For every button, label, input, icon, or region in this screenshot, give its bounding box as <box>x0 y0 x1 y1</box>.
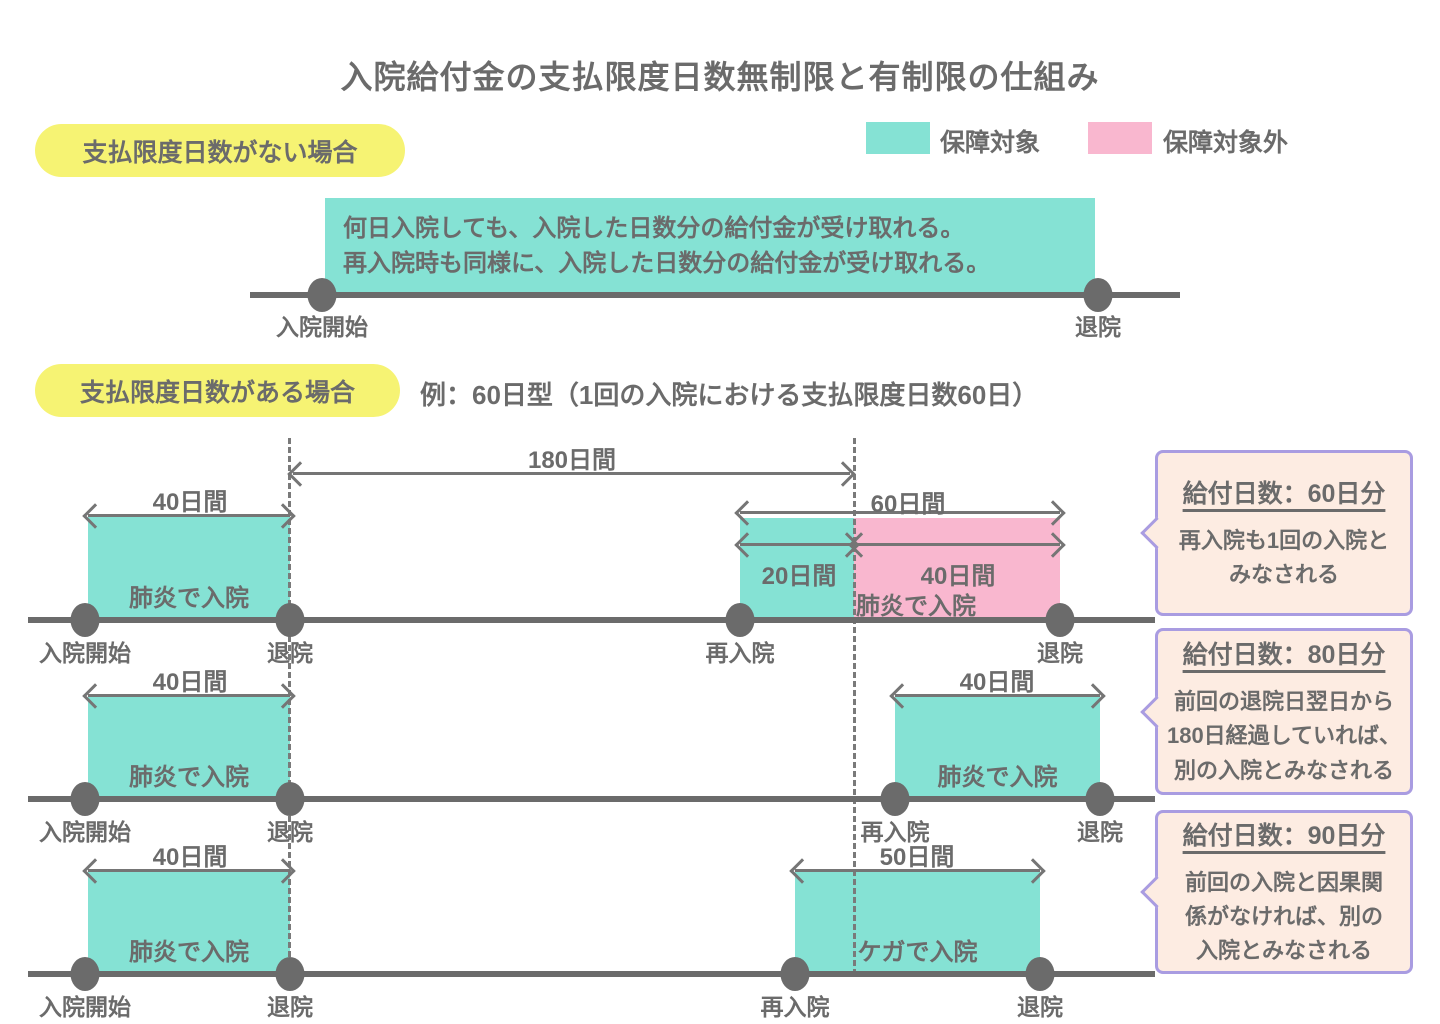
no-limit-note-line2: 再入院時も同様に、入院した日数分の給付金が受け取れる。 <box>343 250 991 277</box>
row2-label-discharge2: 退院 <box>1077 819 1123 845</box>
callout-60-pointer <box>1140 516 1173 550</box>
row3-left-duration-arrow <box>88 869 290 872</box>
row2-dot-readmission <box>880 782 910 816</box>
row1-right-not-covered-box <box>854 518 1060 618</box>
callout-60-body: 再入院も1回の入院と みなされる <box>1178 527 1390 587</box>
row1-not-covered-arrow <box>854 543 1060 546</box>
label-discharge: 退院 <box>1075 314 1121 340</box>
row2-dot-discharge1 <box>275 782 305 816</box>
callout-90-days: 給付日数：90日分 前回の入院と因果関 係がなければ、別の 入院とみなされる <box>1140 810 1413 974</box>
legend-covered-label: 保障対象 <box>940 129 1041 157</box>
callout-60-title: 給付日数：60日分 <box>1182 479 1386 508</box>
callout-80-days: 給付日数：80日分 前回の退院日翌日から 180日経過していれば、 別の入院とみ… <box>1140 628 1413 795</box>
row2-left-duration-label: 40日間 <box>152 669 228 696</box>
row1-not-covered-duration-label: 40日間 <box>920 563 996 590</box>
timeline-dot-admission <box>307 278 337 312</box>
row1-total-duration-label: 60日間 <box>870 491 946 518</box>
row1-covered-duration-label: 20日間 <box>761 563 837 590</box>
row3-right-duration-label: 50日間 <box>879 844 955 871</box>
row1-left-cause-label: 肺炎で入院 <box>129 585 249 612</box>
row1-label-admission: 入院開始 <box>39 640 131 666</box>
section-no-limit-heading: 支払限度日数がない場合 <box>35 124 405 177</box>
row1-covered-arrow <box>740 543 854 546</box>
callout-90-pointer <box>1140 875 1173 909</box>
row1-left-duration-label: 40日間 <box>152 489 228 516</box>
row3-label-admission: 入院開始 <box>39 994 131 1020</box>
timeline-dot-discharge <box>1083 278 1113 312</box>
section-with-limit-heading: 支払限度日数がある場合 <box>35 364 400 417</box>
row2-label-admission: 入院開始 <box>39 819 131 845</box>
row1-timeline <box>28 617 1155 623</box>
callout-60-days: 給付日数：60日分 再入院も1回の入院と みなされる <box>1140 450 1413 616</box>
row2-left-duration-arrow <box>88 694 290 697</box>
row2-left-cause-label: 肺炎で入院 <box>129 764 249 791</box>
row3-right-duration-arrow <box>795 869 1040 872</box>
row3-label-discharge1: 退院 <box>267 994 313 1020</box>
row1-label-discharge1: 退院 <box>267 640 313 666</box>
row2-right-cause-label: 肺炎で入院 <box>937 764 1058 791</box>
row3-timeline <box>28 971 1155 977</box>
row1-left-stay-box: 肺炎で入院 <box>88 516 290 618</box>
row3-right-stay-box: ケガで入院 <box>795 871 1040 972</box>
row1-dot-readmission <box>725 603 755 637</box>
row3-left-duration-label: 40日間 <box>152 844 228 871</box>
row3-right-cause-label: ケガで入院 <box>857 939 978 966</box>
legend-covered-swatch <box>866 122 930 154</box>
row2-dot-admission <box>70 782 100 816</box>
row2-timeline <box>28 796 1155 802</box>
row3-left-cause-label: 肺炎で入院 <box>129 939 249 966</box>
row2-right-stay-box: 肺炎で入院 <box>895 696 1100 797</box>
row2-dot-discharge2 <box>1085 782 1115 816</box>
interval-180-arrow <box>293 472 850 475</box>
callout-90-title: 給付日数：90日分 <box>1182 821 1386 850</box>
label-admission-start: 入院開始 <box>276 314 368 340</box>
row3-dot-discharge1 <box>275 957 305 991</box>
row1-label-readmission: 再入院 <box>705 640 775 666</box>
row1-dot-admission <box>70 603 100 637</box>
no-limit-note-box: 何日入院しても、入院した日数分の給付金が受け取れる。 再入院時も同様に、入院した… <box>325 198 1095 294</box>
page-title: 入院給付金の支払限度日数無制限と有制限の仕組み <box>340 59 1100 95</box>
dashed-line-180days <box>853 438 856 975</box>
row1-dot-discharge1 <box>275 603 305 637</box>
row2-label-readmission: 再入院 <box>860 819 930 845</box>
legend-not-covered-label: 保障対象外 <box>1163 129 1289 157</box>
row2-right-duration-label: 40日間 <box>959 669 1035 696</box>
callout-80-body: 前回の退院日翌日から 180日経過していれば、 別の入院とみなされる <box>1166 689 1402 783</box>
row1-right-covered-box <box>740 518 854 618</box>
row1-left-duration-arrow <box>88 514 290 517</box>
row3-left-stay-box: 肺炎で入院 <box>88 871 290 972</box>
row1-total-duration-arrow <box>740 511 1060 514</box>
row3-dot-admission <box>70 957 100 991</box>
row3-dot-readmission <box>780 957 810 991</box>
timeline-no-limit <box>250 292 1180 298</box>
row1-right-cause-label: 肺炎で入院 <box>856 593 976 620</box>
limit-example-text: 例：60日型（1回の入院における支払限度日数60日） <box>420 380 1039 410</box>
row3-label-discharge2: 退院 <box>1017 994 1063 1020</box>
row2-right-duration-arrow <box>895 694 1100 697</box>
row2-label-discharge1: 退院 <box>267 819 313 845</box>
legend-not-covered-swatch <box>1088 122 1152 154</box>
row1-label-discharge2: 退院 <box>1037 640 1083 666</box>
dashed-line-first-discharge <box>288 438 291 975</box>
callout-80-title: 給付日数：80日分 <box>1182 641 1386 670</box>
row3-dot-discharge2 <box>1025 957 1055 991</box>
no-limit-note-line1: 何日入院しても、入院した日数分の給付金が受け取れる。 <box>343 215 965 242</box>
callout-90-body: 前回の入院と因果関 係がなければ、別の 入院とみなされる <box>1184 869 1383 964</box>
row2-left-stay-box: 肺炎で入院 <box>88 696 290 797</box>
row3-label-readmission: 再入院 <box>760 994 830 1020</box>
row1-dot-discharge2 <box>1045 603 1075 637</box>
interval-180-label: 180日間 <box>527 447 617 474</box>
